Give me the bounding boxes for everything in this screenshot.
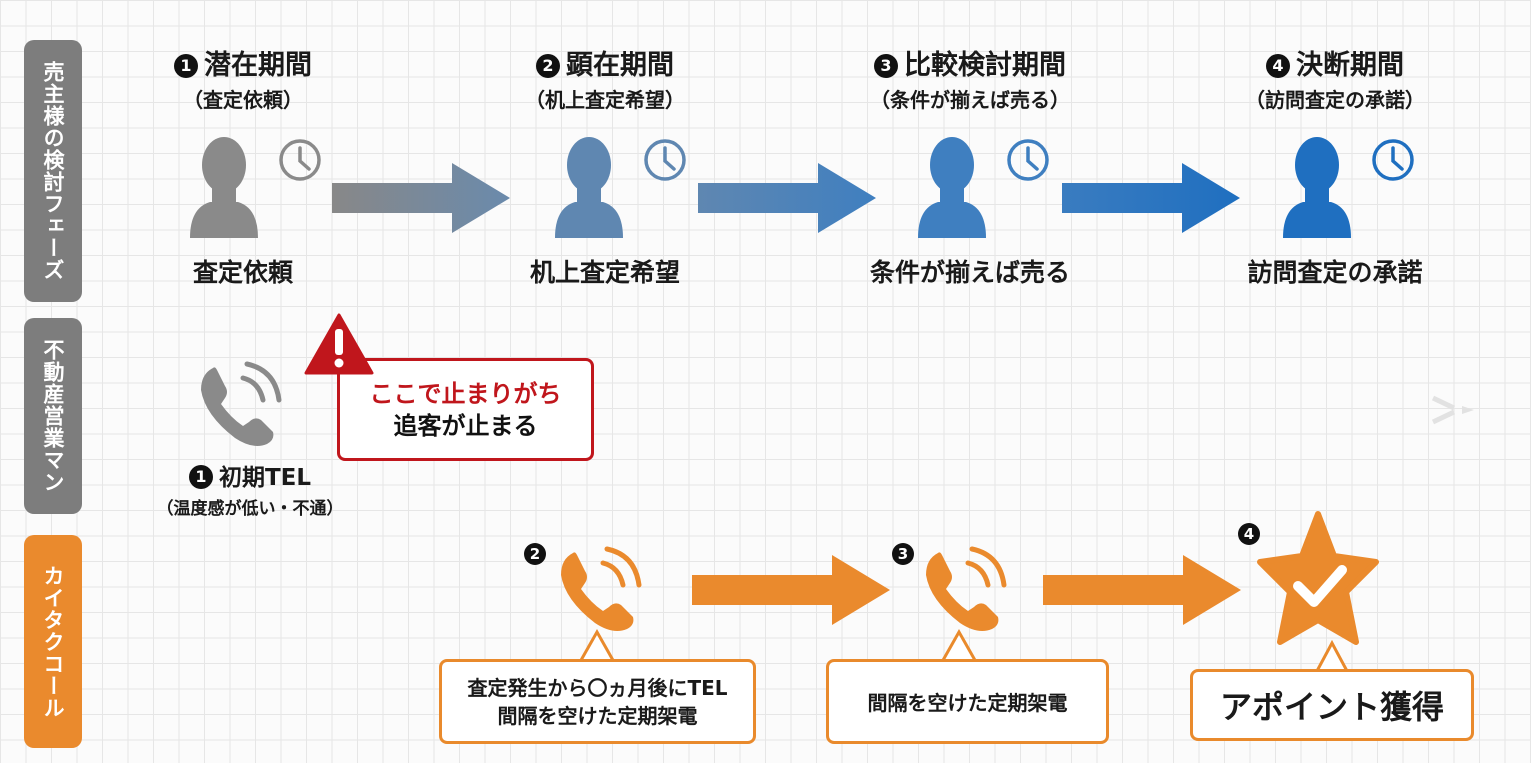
person-icon xyxy=(190,137,258,238)
phase-title-text: 顕在期間 xyxy=(566,50,674,81)
phone-ringing-icon xyxy=(926,546,1007,631)
bubble-pointer xyxy=(940,628,978,663)
number-badge: 1 xyxy=(174,54,198,78)
phase-4-subtitle: （訪問査定の承諾） xyxy=(1245,88,1425,112)
bubble-pointer xyxy=(578,628,616,663)
phase-2-subtitle: （机上査定希望） xyxy=(525,88,685,112)
phone-ringing-icon xyxy=(561,546,642,631)
person-icon xyxy=(918,137,986,238)
number-badge: 4 xyxy=(1238,523,1260,545)
sales-initial-tel-subtitle: （温度感が低い・不通） xyxy=(156,499,344,519)
warning-triangle-icon xyxy=(304,313,374,375)
appointment-acquired-text: アポイント獲得 xyxy=(1219,688,1444,726)
arrow-right-icon xyxy=(1062,163,1240,233)
warning-line-1: ここで止まりがち xyxy=(369,379,562,408)
bubble-pointer xyxy=(1315,639,1349,672)
number-badge: 3 xyxy=(892,543,914,565)
dashed-arrow-stalled xyxy=(596,395,1474,425)
clock-icon xyxy=(1007,139,1049,181)
lane-label-text: カイタクコール xyxy=(41,564,65,719)
arrow-right-icon xyxy=(332,163,510,233)
bubble-line: 間隔を空けた定期架電 xyxy=(867,691,1068,715)
lane-label-text: 不動産営業マン xyxy=(41,339,65,493)
phase-2-caption: 机上査定希望 xyxy=(529,258,680,287)
person-clock-icon xyxy=(918,137,1049,238)
lane-label-sales-rep: 不動産営業マン xyxy=(24,318,82,514)
number-badge: 2 xyxy=(524,543,546,565)
phone-ringing-icon xyxy=(201,361,282,446)
arrow-right-icon xyxy=(698,163,876,233)
warning-line-2: 追客が止まる xyxy=(393,411,538,440)
phase-title-text: 決断期間 xyxy=(1296,50,1404,81)
warning-box: ここで止まりがち 追客が止まる xyxy=(337,358,594,461)
number-badge: 1 xyxy=(188,465,213,489)
number-badge: 2 xyxy=(536,54,560,78)
phase-3-subtitle: （条件が揃えば売る） xyxy=(870,88,1070,112)
number-badge: 3 xyxy=(874,54,898,78)
lane-label-seller-phase: 売主様の検討フェーズ xyxy=(24,40,82,302)
clock-icon xyxy=(1372,139,1414,181)
phase-3-caption: 条件が揃えば売る xyxy=(869,258,1070,287)
lane-label-text: 売主様の検討フェーズ xyxy=(41,61,65,281)
person-clock-icon xyxy=(555,137,686,238)
kaitaku-step-2-bubble: 査定発生から〇ヵ月後にTEL 間隔を空けた定期架電 xyxy=(439,659,756,744)
person-icon xyxy=(555,137,623,238)
number-badge: 4 xyxy=(1266,54,1290,78)
phase-title-text: 比較検討期間 xyxy=(904,50,1066,81)
bubble-line: 査定発生から〇ヵ月後にTEL xyxy=(467,675,728,700)
phase-1-caption: 査定依頼 xyxy=(192,258,293,287)
lane-label-kaitaku-call: カイタクコール xyxy=(24,535,82,748)
arrow-right-icon xyxy=(692,555,890,625)
kaitaku-step-4-bubble: アポイント獲得 xyxy=(1190,669,1474,741)
sales-title-text: 初期TEL xyxy=(218,465,312,491)
phase-1-subtitle: （査定依頼） xyxy=(183,88,303,112)
phase-title-text: 潜在期間 xyxy=(204,50,312,81)
phase-4-caption: 訪問査定の承諾 xyxy=(1247,258,1423,287)
clock-icon xyxy=(644,139,686,181)
person-clock-icon xyxy=(190,137,321,238)
arrow-right-icon xyxy=(1043,555,1241,625)
clock-icon xyxy=(279,139,321,181)
person-icon xyxy=(1283,137,1351,238)
bubble-line: 間隔を空けた定期架電 xyxy=(497,703,698,728)
star-check-icon xyxy=(1257,511,1379,645)
person-clock-icon xyxy=(1283,137,1414,238)
kaitaku-step-3-bubble: 間隔を空けた定期架電 xyxy=(826,659,1109,744)
